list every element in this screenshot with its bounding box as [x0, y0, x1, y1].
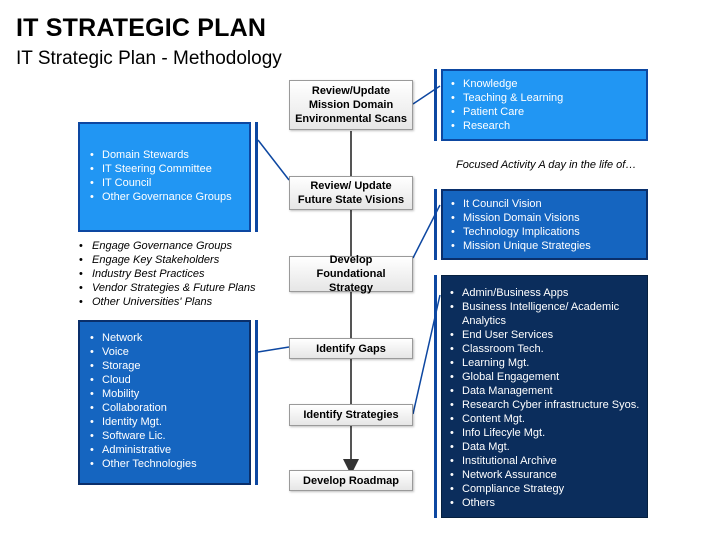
list-item: Classroom Tech. — [446, 342, 641, 356]
step-identify-strategies: Identify Strategies — [289, 404, 413, 426]
connector-governance — [257, 139, 290, 181]
applications-box: Admin/Business Apps Business Intelligenc… — [441, 275, 648, 518]
list-item: Domain Stewards — [86, 148, 243, 162]
step-develop-roadmap: Develop Roadmap — [289, 470, 413, 491]
step-future-vision: Review/ Update Future State Visions — [289, 176, 413, 210]
focus-caption: Focused Activity A day in the life of… — [456, 159, 637, 171]
list-item: It Council Vision — [447, 197, 640, 211]
list-item: Mission Unique Strategies — [447, 239, 640, 253]
step-review-mission: Review/Update Mission Domain Environment… — [289, 80, 413, 130]
list-item: Engage Key Stakeholders — [76, 253, 286, 267]
step-label: Develop Foundational Strategy — [316, 254, 386, 294]
step-label: Review/Update Mission Domain Environment… — [295, 85, 407, 125]
step-label: Identify Gaps — [316, 342, 386, 355]
step-label: Develop Roadmap — [303, 474, 399, 487]
list-item: Data Mgt. — [446, 440, 641, 454]
vision-list: It Council Vision Mission Domain Visions… — [447, 197, 640, 253]
list-item: IT Steering Committee — [86, 162, 243, 176]
list-item: Others — [446, 496, 641, 510]
list-item: Network Assurance — [446, 468, 641, 482]
list-item: Global Engagement — [446, 370, 641, 384]
list-item: Admin/Business Apps — [446, 286, 641, 300]
list-item: IT Council — [86, 176, 243, 190]
mission-sidebar — [434, 69, 437, 141]
list-item: Mission Domain Visions — [447, 211, 640, 225]
mission-box: Knowledge Teaching & Learning Patient Ca… — [441, 69, 648, 141]
list-item: Data Management — [446, 384, 641, 398]
list-item: Compliance Strategy — [446, 482, 641, 496]
governance-list: Domain Stewards IT Steering Committee IT… — [86, 148, 243, 204]
list-item: Other Governance Groups — [86, 190, 243, 204]
list-item: Network — [86, 331, 243, 345]
list-item: Business Intelligence/ Academic Analytic… — [446, 300, 641, 328]
page-title: IT STRATEGIC PLAN — [16, 14, 267, 42]
list-item: Content Mgt. — [446, 412, 641, 426]
engage-list: Engage Governance Groups Engage Key Stak… — [76, 239, 286, 309]
connector-tech — [257, 346, 290, 353]
page-subtitle: IT Strategic Plan - Methodology — [16, 48, 282, 69]
list-item: End User Services — [446, 328, 641, 342]
list-item: Research — [447, 119, 640, 133]
step-foundational-strategy: Develop Foundational Strategy — [289, 254, 413, 294]
list-item: Engage Governance Groups — [76, 239, 286, 253]
step-identify-gaps: Identify Gaps — [289, 338, 413, 359]
list-item: Industry Best Practices — [76, 267, 286, 281]
vision-sidebar — [434, 189, 437, 260]
technology-sidebar — [255, 320, 258, 485]
list-item: Technology Implications — [447, 225, 640, 239]
apps-sidebar — [434, 275, 437, 518]
vision-box: It Council Vision Mission Domain Visions… — [441, 189, 648, 260]
list-item: Administrative — [86, 443, 243, 457]
step-label: Review/ Update Future State Visions — [297, 180, 405, 206]
list-item: Info Lifecyle Mgt. — [446, 426, 641, 440]
list-item: Mobility — [86, 387, 243, 401]
list-item: Vendor Strategies & Future Plans — [76, 281, 286, 295]
list-item: Cloud — [86, 373, 243, 387]
list-item: Other Technologies — [86, 457, 243, 471]
list-item: Voice — [86, 345, 243, 359]
list-item: Knowledge — [447, 77, 640, 91]
list-item: Collaboration — [86, 401, 243, 415]
technology-box: Network Voice Storage Cloud Mobility Col… — [78, 320, 251, 485]
governance-sidebar — [255, 122, 258, 232]
mission-list: Knowledge Teaching & Learning Patient Ca… — [447, 77, 640, 133]
step-label: Identify Strategies — [303, 409, 399, 421]
list-item: Research Cyber infrastructure Syos. — [446, 398, 641, 412]
list-item: Storage — [86, 359, 243, 373]
list-item: Other Universities' Plans — [76, 295, 286, 309]
governance-box: Domain Stewards IT Steering Committee IT… — [78, 122, 251, 232]
list-item: Identity Mgt. — [86, 415, 243, 429]
technology-list: Network Voice Storage Cloud Mobility Col… — [86, 331, 243, 471]
list-item: Teaching & Learning — [447, 91, 640, 105]
list-item: Software Lic. — [86, 429, 243, 443]
list-item: Learning Mgt. — [446, 356, 641, 370]
list-item: Institutional Archive — [446, 454, 641, 468]
list-item: Patient Care — [447, 105, 640, 119]
applications-list: Admin/Business Apps Business Intelligenc… — [446, 286, 641, 510]
